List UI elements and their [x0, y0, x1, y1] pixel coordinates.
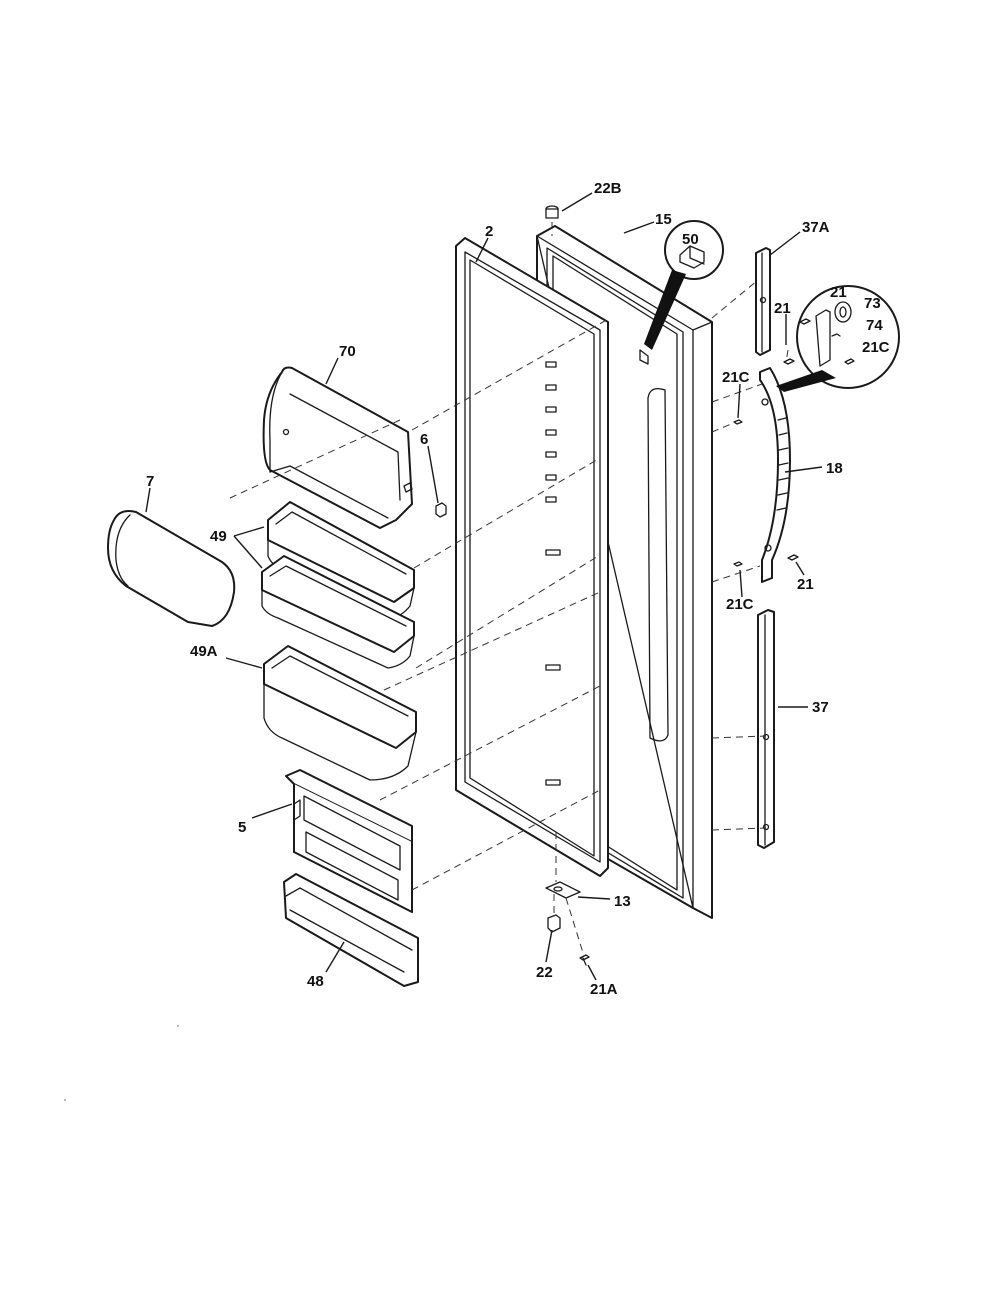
alignment-lines [229, 222, 789, 957]
callout-37: 37 [812, 699, 829, 716]
trim-37a [755, 247, 771, 356]
liner-shelf-slots [545, 361, 561, 786]
callout-7: 7 [146, 473, 154, 490]
trim-37 [757, 609, 775, 849]
handle-18 [759, 367, 791, 583]
callout-21-top: 21 [774, 300, 791, 317]
callout-labels: 22B 2 15 50 37A 70 21 21 73 74 21C 21C 6… [146, 180, 890, 998]
callout-73: 73 [864, 295, 881, 312]
fastener-6 [435, 502, 447, 518]
callout-21c-upper: 21C [722, 369, 750, 386]
callout-21c-lower: 21C [726, 596, 754, 613]
scan-specks [64, 1025, 179, 1101]
leader-lines [145, 192, 823, 981]
bottom-hinge-parts [545, 881, 590, 966]
callout-49a: 49A [190, 643, 218, 660]
callout-22: 22 [536, 964, 553, 981]
callout-21-lower: 21 [797, 576, 814, 593]
callout-74: 74 [866, 317, 883, 334]
detail-inset-50 [639, 220, 724, 365]
door-gasket [455, 237, 609, 877]
callout-50: 50 [682, 231, 699, 248]
callout-5: 5 [238, 819, 246, 836]
callout-18: 18 [826, 460, 843, 477]
plug-22b [545, 205, 559, 219]
door-bin-70 [262, 366, 413, 529]
door-bins-49 [261, 501, 415, 669]
callout-15: 15 [655, 211, 672, 228]
door-bin-49a [263, 645, 417, 781]
callout-37a: 37A [802, 219, 830, 236]
screws-handle [733, 358, 799, 567]
callout-21-inset: 21 [830, 284, 847, 301]
callout-22b: 22B [594, 180, 622, 197]
handle-grip-ridges [776, 417, 789, 511]
callout-6: 6 [420, 431, 428, 448]
callout-13: 13 [614, 893, 631, 910]
detail-inset-handle-screws [776, 285, 900, 392]
callout-2: 2 [485, 223, 493, 240]
callout-49: 49 [210, 528, 227, 545]
shelf-bar-48 [283, 873, 419, 987]
bin-cover-7 [107, 510, 236, 627]
callout-48: 48 [307, 973, 324, 990]
callout-21a: 21A [590, 981, 618, 998]
callout-21c-inset: 21C [862, 339, 890, 356]
shelf-retainer-5 [285, 769, 413, 913]
callout-70: 70 [339, 343, 356, 360]
